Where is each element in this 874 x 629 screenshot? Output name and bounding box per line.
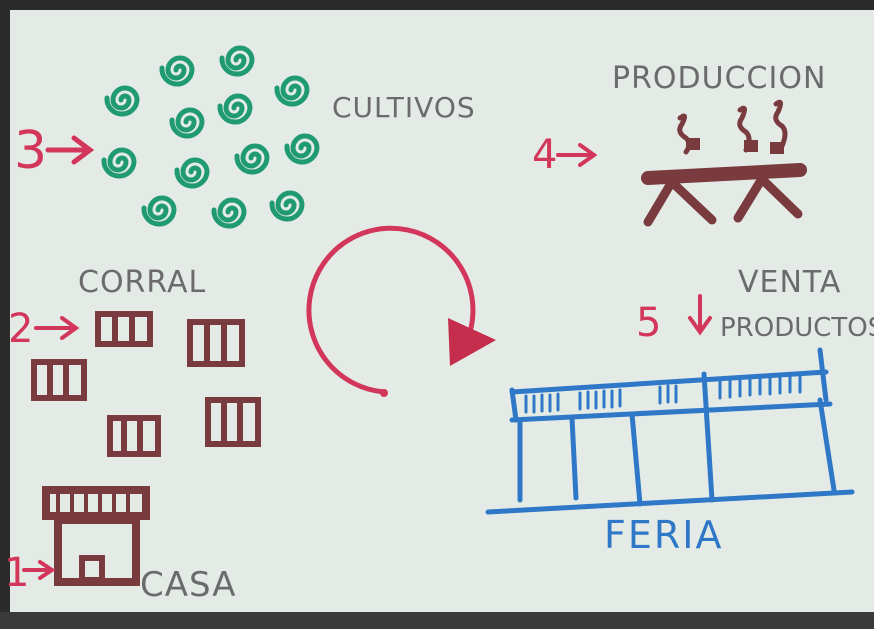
label-productos: PRODUCTOS [720, 313, 874, 343]
label-casa: CASA [140, 565, 236, 605]
corral-pens [31, 311, 261, 457]
production-table-icon [641, 99, 807, 227]
step-1-number: 1 [4, 550, 29, 596]
house-icon [42, 486, 150, 586]
feria-market-stall [485, 347, 855, 515]
step-4-arrow [556, 143, 598, 167]
label-feria: FERIA [604, 513, 723, 557]
label-produccion: PRODUCCION [612, 61, 826, 96]
crops-spirals [101, 45, 320, 229]
step-1-arrow [22, 560, 56, 580]
paper-sheet [10, 10, 874, 620]
step-2-arrow [34, 316, 80, 340]
step-3-marker [45, 135, 95, 165]
step-2-number: 2 [8, 306, 33, 352]
step-5-arrow [688, 294, 712, 336]
label-cultivos: CULTIVOS [332, 91, 476, 124]
paper-shadow-bottom [0, 612, 874, 629]
cycle-arrow [306, 225, 496, 397]
step-5-number: 5 [636, 300, 661, 346]
step-4-number: 4 [532, 132, 557, 178]
label-corral: CORRAL [78, 265, 206, 300]
label-venta: VENTA [738, 265, 841, 300]
step-3-number: 3 [14, 121, 47, 181]
